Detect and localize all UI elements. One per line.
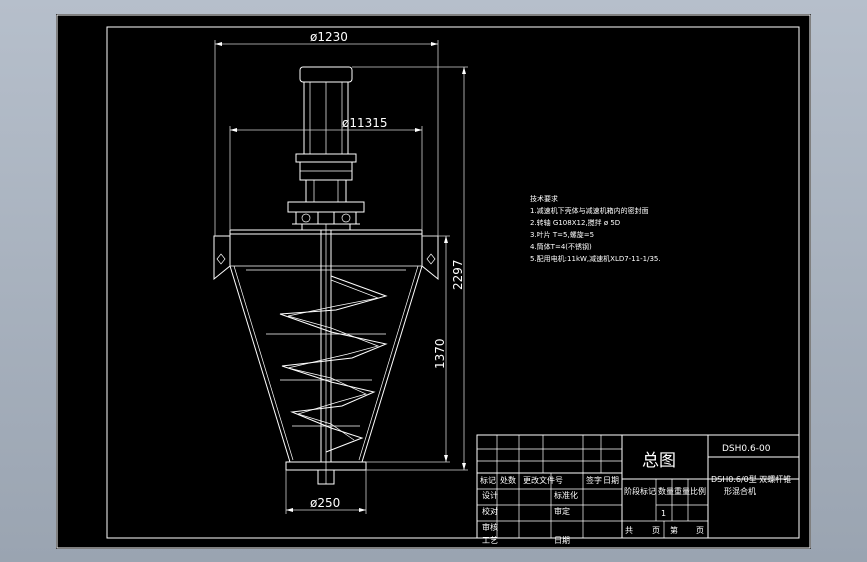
support-lug-right [421, 235, 439, 281]
tech-note-item: 3.叶片 T=5,螺旋=5 [530, 230, 594, 239]
mixer-drawing [213, 66, 439, 485]
tb-label-sign: 签字 [586, 475, 602, 485]
dim-mid-diameter: ø11315 [342, 116, 388, 130]
tb-scale: 比例 [690, 486, 706, 496]
tb-quantity-label: 数量 [658, 486, 674, 496]
cone-wall-left [229, 265, 291, 463]
tb-weight: 重量 [674, 486, 690, 496]
tech-notes-title: 技术要求 [530, 194, 558, 203]
tb-product-name-2: 形混合机 [724, 486, 756, 496]
tb-check: 校对 [482, 506, 498, 516]
tb-design: 设计 [482, 490, 498, 500]
tb-label-date: 日期 [603, 476, 619, 485]
dimension-lines [214, 40, 468, 514]
tech-note-item: 2.转轴 G108X12,搅拌 ø 5D [530, 218, 620, 227]
tb-label-change-doc: 更改文件号 [523, 475, 563, 485]
title-block [476, 434, 800, 539]
tech-note-item: 4.筒体T=4(不锈钢) [530, 242, 592, 251]
dim-cone-height: 1370 [433, 338, 447, 369]
tb-label-count: 处数 [500, 475, 516, 485]
tech-note-item: 1.减速机下壳体与减速机箱内的密封面 [530, 206, 649, 215]
tb-quantity: 1 [661, 509, 666, 518]
tb-approve: 审定 [554, 506, 570, 516]
dim-total-height: 2297 [451, 259, 465, 290]
support-lug-left [213, 235, 231, 281]
tb-label-mark: 标记 [480, 475, 496, 485]
tech-notes: 技术要求 1.减速机下壳体与减速机箱内的密封面 2.转轴 G108X12,搅拌 … [530, 194, 661, 263]
tb-standardize: 标准化 [554, 490, 578, 500]
tb-drawing-no: DSH0.6-00 [722, 444, 771, 454]
screw-flights [279, 275, 388, 453]
drawing-canvas: ø1230 ø11315 ø250 2297 1370 技术要求 1.减速机下壳… [56, 14, 811, 549]
tb-sheet-no: 第 [670, 525, 678, 535]
dim-top-diameter: ø1230 [310, 30, 348, 44]
inner-frame [106, 26, 800, 539]
tb-product-name-1: DSH0.6/0型 双螺杆锥 [711, 474, 791, 484]
tb-sheet-unit2: 页 [696, 526, 704, 535]
bearing-housing [287, 201, 365, 213]
motor-cap [299, 66, 353, 83]
dim-bottom-diameter: ø250 [310, 496, 340, 510]
outer-frame [56, 14, 811, 549]
drawing-sheet: ø1230 ø11315 ø250 2297 1370 技术要求 1.减速机下壳… [56, 14, 811, 549]
tb-review: 审核 [482, 522, 498, 532]
tech-note-item: 5.配用电机:11kW,减速机XLD7-11-1/35. [530, 254, 661, 263]
tb-sheet-total: 共 [625, 526, 633, 535]
tb-process: 工艺 [482, 536, 498, 545]
tb-stage-label: 阶段标记 [624, 486, 656, 496]
tb-sheet-unit: 页 [652, 526, 660, 535]
tb-date: 日期 [554, 536, 570, 545]
cone-wall-right [361, 265, 423, 463]
tb-drawing-name: 总图 [642, 451, 676, 471]
